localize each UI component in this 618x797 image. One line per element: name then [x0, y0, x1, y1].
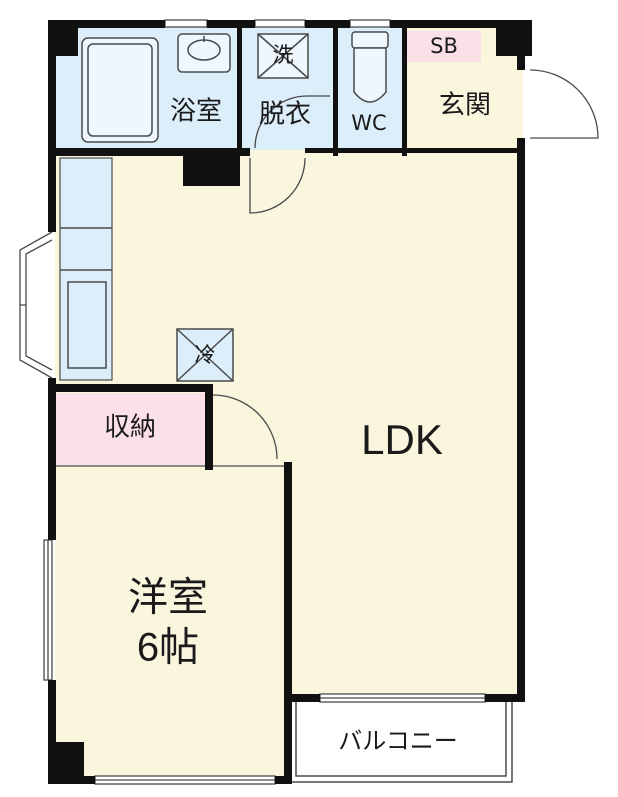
western-room-floor [55, 468, 287, 780]
balcony-label: バルコニー [338, 727, 458, 755]
dressing-window [254, 19, 306, 28]
toilet-bowl [353, 47, 387, 103]
balcony-floor [290, 700, 512, 780]
kitchen-sink [67, 281, 107, 369]
dressing-label: 脱衣 [259, 100, 311, 130]
door-swings [212, 69, 599, 460]
bathtub [81, 37, 159, 143]
walls [48, 20, 532, 784]
wc-window [349, 19, 391, 28]
labels: LDK 洋室 6帖 収納 浴室 脱衣 WC 玄関 SB バルコニー 洗 冷 [104, 34, 491, 755]
fixtures [60, 31, 389, 382]
wc-label: WC [351, 111, 386, 135]
entrance-door-swing [529, 69, 599, 139]
toilet-tank [351, 31, 389, 49]
fridge-label: 冷 [195, 343, 216, 367]
ldk-door-swing [249, 157, 306, 214]
storage-floor [55, 393, 207, 465]
sb-floor [407, 31, 481, 62]
bathtub-inner [87, 43, 153, 137]
western-room-label: 洋室 [128, 576, 208, 620]
sb-label: SB [430, 34, 458, 58]
ldk-label: LDK [361, 416, 443, 463]
dressing-door-swing [254, 95, 330, 149]
washer-label: 洗 [273, 43, 294, 67]
western-room-size-label: 6帖 [137, 626, 199, 670]
storage-label: 収納 [104, 413, 156, 443]
entrance-label: 玄関 [439, 91, 491, 121]
bath-window [164, 19, 208, 28]
storage-door-swing [212, 394, 278, 460]
bath-label: 浴室 [170, 97, 222, 127]
